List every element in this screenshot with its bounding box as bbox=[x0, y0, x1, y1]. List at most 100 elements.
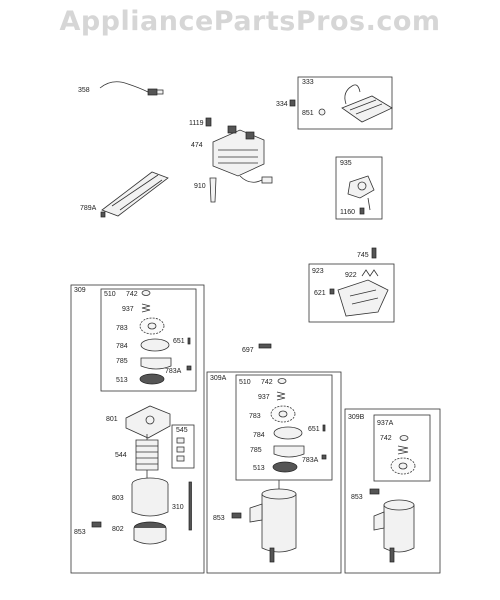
label-651-a: 651 bbox=[173, 338, 185, 345]
group-label-510-b: 510 bbox=[239, 379, 251, 386]
label-544: 544 bbox=[115, 452, 127, 459]
terminal-853-a[interactable] bbox=[91, 521, 102, 528]
label-358: 358 bbox=[78, 87, 90, 94]
label-851: 851 bbox=[302, 110, 314, 117]
label-310: 310 bbox=[172, 504, 184, 511]
label-853-c: 853 bbox=[351, 494, 363, 501]
cap-742-a[interactable] bbox=[141, 290, 151, 296]
label-513-b: 513 bbox=[253, 465, 265, 472]
label-922: 922 bbox=[345, 272, 357, 279]
spring-937-b[interactable] bbox=[276, 391, 286, 401]
gear-937A[interactable] bbox=[390, 445, 416, 475]
spark-plug-910[interactable] bbox=[209, 177, 217, 203]
label-1119: 1119 bbox=[189, 120, 204, 127]
housing-803[interactable] bbox=[131, 477, 169, 517]
cap-742-b[interactable] bbox=[277, 378, 287, 384]
group-box-309A bbox=[206, 371, 342, 574]
gear-783-b[interactable] bbox=[270, 405, 296, 423]
label-802: 802 bbox=[112, 526, 124, 533]
screw-621[interactable] bbox=[329, 288, 335, 295]
group-label-309A: 309A bbox=[210, 375, 227, 382]
group-label-333: 333 bbox=[302, 79, 314, 86]
label-785-a: 785 bbox=[116, 358, 128, 365]
pinion-513-a[interactable] bbox=[139, 373, 165, 385]
label-937-a: 937 bbox=[122, 306, 134, 313]
label-745: 745 bbox=[357, 252, 369, 259]
screw-745[interactable] bbox=[371, 247, 377, 259]
label-783-b: 783 bbox=[249, 413, 261, 420]
group-label-545: 545 bbox=[176, 427, 188, 434]
screw-1119[interactable] bbox=[205, 117, 212, 127]
clutch-784-b[interactable] bbox=[273, 426, 303, 440]
label-910: 910 bbox=[194, 183, 206, 190]
starter-motor-309B[interactable] bbox=[373, 499, 415, 563]
label-742-b: 742 bbox=[261, 379, 273, 386]
label-474: 474 bbox=[191, 142, 203, 149]
pin-651-b[interactable] bbox=[322, 424, 326, 432]
bolt-310[interactable] bbox=[188, 481, 192, 531]
wire-harness-358[interactable] bbox=[99, 81, 164, 96]
bracket-789A[interactable] bbox=[100, 171, 169, 218]
group-box-923 bbox=[308, 263, 395, 323]
label-853-a: 853 bbox=[74, 529, 86, 536]
nut-851[interactable] bbox=[318, 108, 326, 116]
group-label-923: 923 bbox=[312, 268, 324, 275]
base-802[interactable] bbox=[133, 521, 167, 545]
spring-937-a[interactable] bbox=[141, 303, 151, 313]
pinion-513-b[interactable] bbox=[272, 461, 298, 473]
spring-922[interactable] bbox=[361, 269, 379, 277]
ignition-armature-474[interactable] bbox=[212, 125, 273, 184]
label-742-c: 742 bbox=[380, 435, 392, 442]
rectifier-333[interactable] bbox=[341, 84, 393, 123]
gear-783-a[interactable] bbox=[139, 317, 165, 335]
label-783-a: 783 bbox=[116, 325, 128, 332]
end-cap-801[interactable] bbox=[125, 405, 171, 439]
label-937-b: 937 bbox=[258, 394, 270, 401]
washer-783A-a[interactable] bbox=[186, 365, 192, 371]
group-box-333 bbox=[297, 76, 393, 130]
group-label-937A: 937A bbox=[377, 420, 394, 427]
group-label-510-a: 510 bbox=[104, 291, 116, 298]
cap-742-c[interactable] bbox=[399, 435, 409, 441]
brake-assembly-935[interactable] bbox=[347, 175, 375, 211]
bolt-697[interactable] bbox=[258, 343, 272, 349]
label-621: 621 bbox=[314, 290, 326, 297]
watermark: AppliancePartsPros.com bbox=[59, 6, 441, 37]
label-789A: 789A bbox=[80, 205, 97, 212]
label-783A-b: 783A bbox=[302, 457, 319, 464]
brush-kit-545[interactable] bbox=[176, 437, 185, 462]
group-label-309: 309 bbox=[74, 287, 86, 294]
screw-334[interactable] bbox=[289, 99, 296, 107]
label-784-a: 784 bbox=[116, 343, 128, 350]
group-box-935 bbox=[335, 156, 383, 220]
group-box-510-a bbox=[100, 288, 197, 392]
label-651-b: 651 bbox=[308, 426, 320, 433]
pin-651-a[interactable] bbox=[187, 337, 191, 345]
label-784-b: 784 bbox=[253, 432, 265, 439]
group-label-309B: 309B bbox=[348, 414, 365, 421]
label-785-b: 785 bbox=[250, 447, 262, 454]
housing-785-b[interactable] bbox=[273, 445, 305, 458]
group-box-545 bbox=[171, 424, 195, 469]
screw-1160[interactable] bbox=[359, 207, 365, 215]
label-853-b: 853 bbox=[213, 515, 225, 522]
label-697: 697 bbox=[242, 347, 254, 354]
label-334: 334 bbox=[276, 101, 288, 108]
label-803: 803 bbox=[112, 495, 124, 502]
washer-783A-b[interactable] bbox=[321, 454, 327, 460]
armature-544[interactable] bbox=[135, 434, 159, 478]
group-box-510-b bbox=[235, 374, 333, 481]
governor-linkage-923[interactable] bbox=[337, 279, 389, 317]
terminal-853-b[interactable] bbox=[231, 512, 242, 519]
label-801: 801 bbox=[106, 416, 118, 423]
label-742-a: 742 bbox=[126, 291, 138, 298]
starter-motor-309A[interactable] bbox=[249, 480, 297, 563]
housing-785-a[interactable] bbox=[140, 357, 172, 370]
terminal-853-c[interactable] bbox=[369, 488, 380, 495]
label-783A-a: 783A bbox=[165, 368, 182, 375]
group-box-309 bbox=[70, 284, 205, 574]
label-1160: 1160 bbox=[340, 209, 355, 216]
clutch-784-a[interactable] bbox=[140, 338, 170, 352]
group-label-935: 935 bbox=[340, 160, 352, 167]
